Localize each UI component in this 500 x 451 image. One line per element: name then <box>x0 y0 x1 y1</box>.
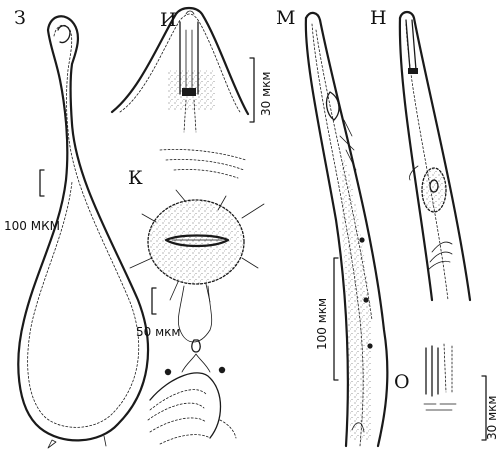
panel-k-scale-label: 50 мкм <box>136 325 180 339</box>
panel-k-vulva <box>129 149 265 445</box>
panel-o-scale-label: 30 мкм <box>485 396 499 440</box>
panel-i-scale-label: 30 мкм <box>259 72 273 116</box>
panel-k-scale-bar <box>151 287 157 315</box>
panel-m-scale-label: 100 мкм <box>315 298 329 350</box>
panel-o-detail <box>423 343 457 411</box>
panel-z-female-body <box>17 15 150 449</box>
panel-z-scale-label: 100 МКМ <box>4 219 60 233</box>
panel-z-label: З <box>14 7 26 29</box>
panel-i-scale-bar <box>249 57 255 123</box>
panel-n-anterior-end <box>398 10 472 302</box>
panel-m-label: М <box>276 7 295 29</box>
panel-m-male-body <box>304 11 389 448</box>
panel-o-label: О <box>394 371 410 393</box>
panel-o-scale-bar <box>481 375 487 441</box>
panel-k-label: К <box>128 167 143 189</box>
panel-m-scale-bar <box>333 257 339 381</box>
panel-i-anterior-end <box>110 6 250 133</box>
panel-z-scale-bar <box>39 169 45 197</box>
panel-n-label: Н <box>370 7 387 29</box>
panel-i-label: И <box>160 9 177 31</box>
